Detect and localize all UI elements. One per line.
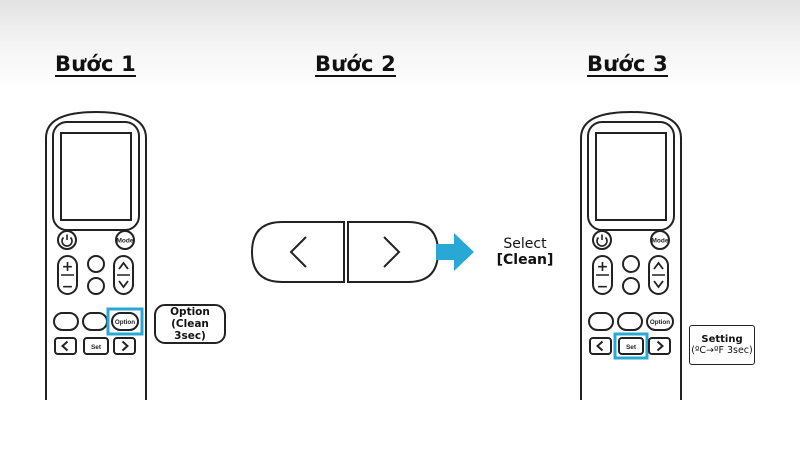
set-highlight [613, 332, 649, 360]
up-down-rocker[interactable] [113, 255, 134, 295]
left-button[interactable] [589, 337, 612, 355]
chevron-up-icon [653, 261, 664, 270]
swing-button[interactable] [87, 277, 105, 295]
blank-button-1[interactable] [53, 312, 79, 331]
minus-label: − [62, 279, 74, 295]
temperature-rocker[interactable]: + − [57, 255, 78, 295]
right-button[interactable] [648, 337, 671, 355]
minus-label: − [597, 279, 609, 295]
clean-label: [Clean] [496, 252, 554, 268]
remote-control-step-1: Mode + − Option Set [45, 110, 147, 400]
step-3-title: Bước 3 [587, 52, 668, 76]
option-button[interactable]: Option [111, 312, 139, 331]
step-2-navigation [250, 221, 474, 283]
swing-button[interactable] [622, 277, 640, 295]
power-icon [61, 234, 73, 247]
chevron-down-icon [118, 280, 129, 289]
set-button[interactable]: Set [83, 337, 109, 355]
option-label: Option [115, 319, 135, 326]
chevron-right-icon [383, 236, 401, 268]
set-label: Set [91, 344, 102, 351]
right-button[interactable] [113, 337, 136, 355]
mode-label: Mode [117, 238, 134, 245]
mode-button[interactable]: Mode [650, 230, 670, 250]
chevron-up-icon [118, 261, 129, 270]
power-button[interactable] [592, 230, 612, 250]
option-label: Option [650, 319, 670, 326]
set-button[interactable]: Set [618, 337, 644, 355]
step-2-title: Bước 2 [315, 52, 396, 76]
plus-label: + [597, 259, 609, 275]
arrow-right-icon [436, 233, 474, 271]
fan-button[interactable] [87, 255, 105, 273]
option-button[interactable]: Option [646, 312, 674, 331]
right-nav-button[interactable] [347, 221, 440, 283]
plus-label: + [62, 259, 74, 275]
power-button[interactable] [57, 230, 77, 250]
step-3-callout-line2: (ºC→ºF 3sec) [691, 345, 753, 356]
chevron-left-icon [289, 236, 307, 268]
chevron-left-icon [61, 340, 69, 352]
power-icon [596, 234, 608, 247]
blank-button-1[interactable] [588, 312, 614, 331]
temperature-rocker[interactable]: + − [592, 255, 613, 295]
step-1-callout-line1: Option [170, 306, 210, 318]
chevron-right-icon [656, 340, 664, 352]
step-1-callout-line2: (Clean 3sec) [171, 318, 209, 342]
mode-label: Mode [652, 238, 669, 245]
step-1-callout: Option (Clean 3sec) [154, 304, 226, 344]
chevron-right-icon [121, 340, 129, 352]
chevron-left-icon [596, 340, 604, 352]
blank-button-2[interactable] [617, 312, 643, 331]
up-down-rocker[interactable] [648, 255, 669, 295]
remote-control-step-3: Mode + − Option Set [580, 110, 682, 400]
blank-button-2[interactable] [82, 312, 108, 331]
left-button[interactable] [54, 337, 77, 355]
left-nav-button[interactable] [250, 221, 345, 283]
mode-button[interactable]: Mode [115, 230, 135, 250]
set-label: Set [626, 344, 637, 351]
select-clean-instruction: Select [Clean] [488, 236, 562, 268]
select-label: Select [503, 236, 547, 252]
chevron-down-icon [653, 280, 664, 289]
step-3-callout: Setting (ºC→ºF 3sec) [689, 325, 755, 365]
step-3-callout-line1: Setting [701, 334, 743, 345]
fan-button[interactable] [622, 255, 640, 273]
step-1-title: Bước 1 [55, 52, 136, 76]
option-highlight [106, 307, 144, 336]
